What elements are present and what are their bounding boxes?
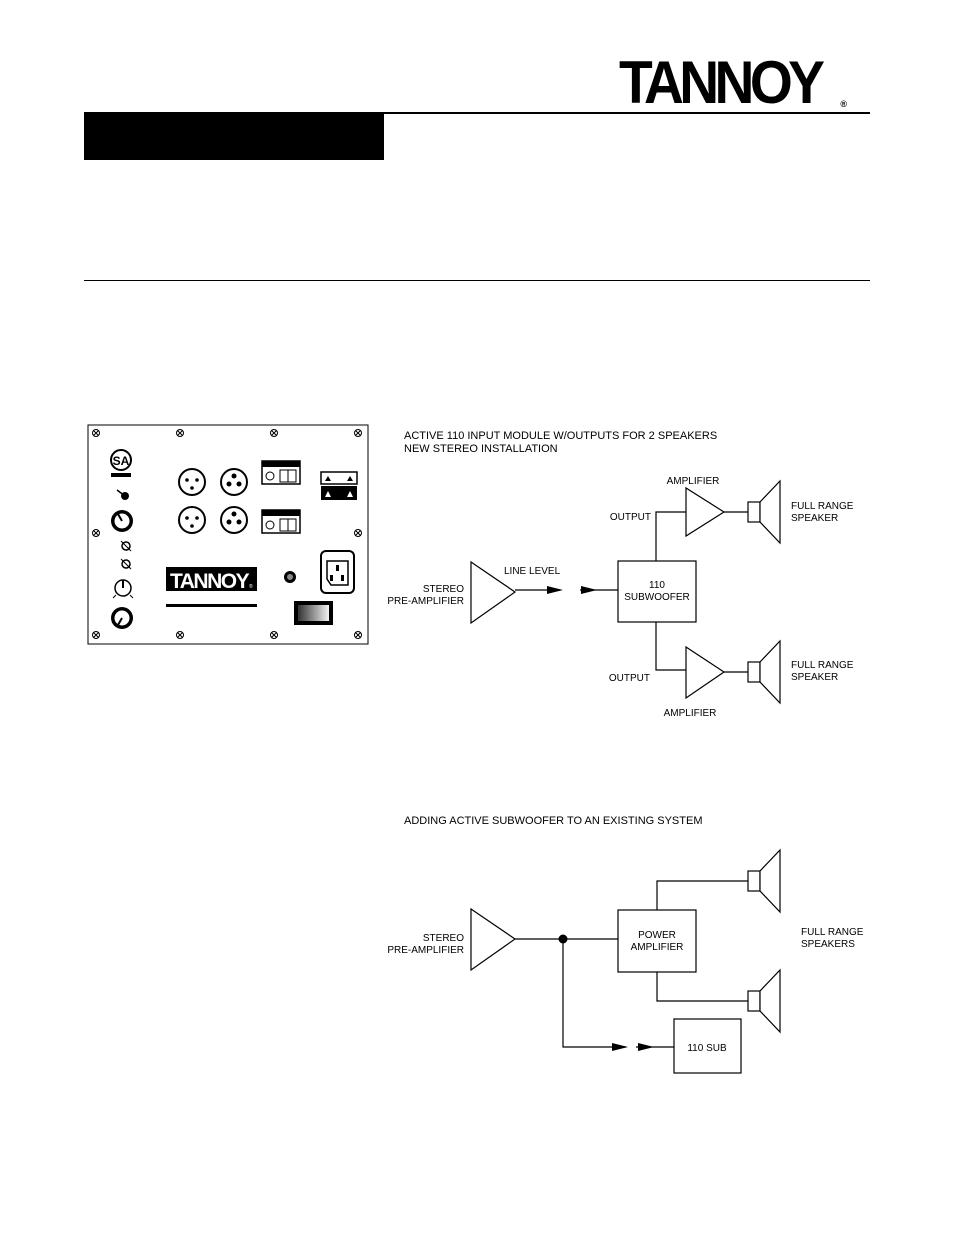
amplifier-top-label: AMPLIFIER (667, 476, 720, 487)
section-divider (84, 280, 870, 281)
power-amplifier-box (617, 909, 697, 973)
power-switch-icon (294, 601, 333, 625)
speaker-bottom-label-line1: FULL RANGE (791, 660, 854, 671)
output-bottom-label: OUTPUT (609, 673, 650, 684)
diagram1-title-line1: ACTIVE 110 INPUT MODULE W/OUTPUTS FOR 2 … (404, 430, 717, 442)
diagram2-preamp-label-line2: PRE-AMPLIFIER (387, 945, 464, 956)
mode-switch-icon (120, 558, 132, 570)
speaker-top-icon (747, 848, 781, 914)
diagram1-preamp-label-line2: PRE-AMPLIFIER (387, 596, 464, 607)
amplifier-top-triangle (685, 486, 726, 538)
volume-knob-icon (111, 510, 133, 532)
toggle-switch-icon (116, 489, 129, 500)
power-amplifier-label-line1: POWER (638, 930, 676, 941)
arrowhead (581, 586, 597, 594)
brand-logo: TANNOY ® (619, 49, 849, 116)
speaker-top-label-line2: SPEAKER (791, 513, 838, 524)
power-amplifier-label-line2: AMPLIFIER (631, 942, 684, 953)
speaker-bottom-icon (747, 968, 781, 1034)
power-inlet-icon (320, 550, 355, 594)
preamp-triangle (470, 907, 517, 972)
speaker-top-label-line1: FULL RANGE (791, 501, 854, 512)
diagram2-preamp-label-line1: STEREO (423, 933, 464, 944)
line-level-label: LINE LEVEL (504, 566, 561, 577)
certification-mark-icon: SA (110, 449, 132, 477)
arrowhead (612, 1043, 628, 1051)
panel-logo: TANNOY ® (166, 567, 257, 607)
speaker-bottom-icon (747, 639, 781, 705)
amplifier-bottom-triangle (685, 645, 726, 700)
panel-logo-text: TANNOY (170, 570, 250, 593)
sub-label: 110 SUB (687, 1043, 727, 1054)
registered-mark: ® (840, 99, 847, 109)
speakers-label-line1: FULL RANGE (801, 927, 864, 938)
crossover-knob-icon (112, 579, 134, 599)
preamp-triangle (470, 560, 517, 625)
speaker-bottom-label-line2: SPEAKER (791, 672, 838, 683)
section-heading-bar (84, 114, 384, 160)
arrowhead (547, 586, 563, 594)
header-rule (84, 112, 870, 114)
amplifier-bottom-label: AMPLIFIER (664, 708, 717, 719)
diagram1-preamp-label-line1: STEREO (423, 584, 464, 595)
phase-switch-icon (120, 540, 132, 552)
output-top-label: OUTPUT (610, 512, 651, 523)
power-led-icon (284, 571, 296, 583)
sub-box (673, 1018, 742, 1074)
subwoofer-box (617, 560, 697, 623)
speaker-top-icon (747, 479, 781, 545)
diagram1-title-line2: NEW STEREO INSTALLATION (404, 443, 558, 455)
gain-knob-icon (111, 607, 133, 629)
rear-panel: SA (87, 424, 369, 645)
arrowhead (638, 1043, 654, 1051)
brand-logo-text: TANNOY (619, 49, 825, 116)
terminal-block-icon (261, 460, 301, 485)
fuse-label-icon (320, 471, 358, 500)
xlr-connector-icon (178, 468, 248, 534)
cert-mark-text: SA (113, 454, 130, 468)
subwoofer-label-line2: SUBWOOFER (624, 592, 690, 603)
terminal-block-icon (261, 509, 301, 534)
speakers-label-line2: SPEAKERS (801, 939, 855, 950)
subwoofer-label-line1: 110 (649, 580, 665, 591)
diagram2-title: ADDING ACTIVE SUBWOOFER TO AN EXISTING S… (404, 815, 702, 827)
panel-logo-reg: ® (249, 583, 253, 590)
